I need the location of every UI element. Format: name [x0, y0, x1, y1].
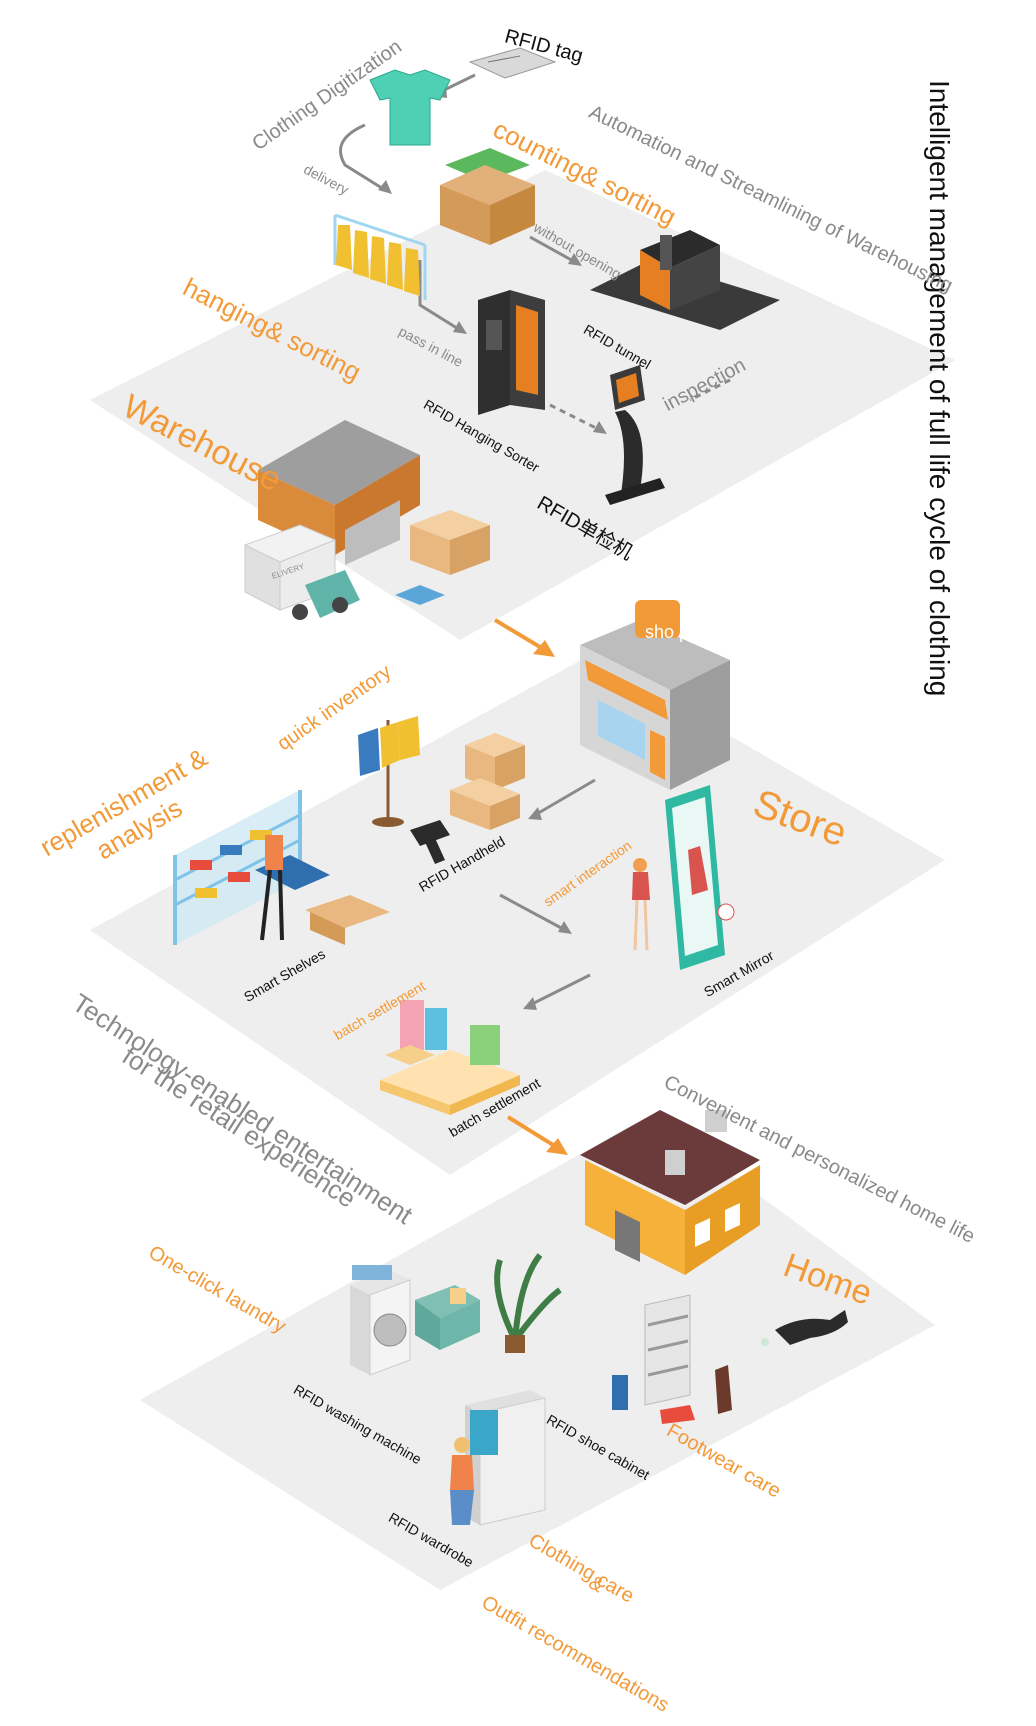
warehouse-boxes-icon — [395, 510, 490, 605]
smart-mirror-icon — [632, 785, 735, 970]
wardrobe-icon — [450, 1390, 546, 1526]
flow-arrows — [339, 73, 731, 1007]
washing-machine-icon — [350, 1265, 411, 1376]
shirt-icon — [369, 69, 451, 146]
clothes-box-icon — [440, 148, 535, 245]
shop-sign-text: sho p — [645, 622, 690, 642]
rfid-tunnel-icon — [590, 230, 780, 330]
warehouse-building-icon — [258, 420, 420, 565]
store-plane — [90, 655, 945, 1175]
plant-icon — [494, 1253, 562, 1353]
rfid-checker-icon — [605, 365, 665, 505]
rfid-hanging-sorter-icon — [478, 290, 545, 415]
store-clothes-rack-icon — [358, 716, 420, 827]
main-title: Intelligent management of full life cycl… — [924, 80, 955, 697]
armchair-icon — [415, 1285, 480, 1350]
house-icon — [580, 1110, 760, 1275]
smart-shelves-icon — [173, 790, 390, 945]
delivery-truck-icon — [243, 524, 360, 620]
rfid-handheld-icon — [410, 820, 450, 864]
batch-settlement-icon — [380, 1000, 520, 1115]
stage-arrow-warehouse-store — [493, 618, 555, 657]
shoe-cabinet-icon — [612, 1294, 732, 1424]
stage-arrow-store-home — [506, 1115, 568, 1155]
home-plane — [140, 1115, 935, 1590]
rfid-tag-icon — [468, 47, 557, 79]
dog-icon — [761, 1310, 848, 1346]
store-boxes-icon — [450, 733, 525, 830]
hanging-rack-icon — [333, 213, 427, 300]
shop-building-icon — [580, 600, 730, 790]
